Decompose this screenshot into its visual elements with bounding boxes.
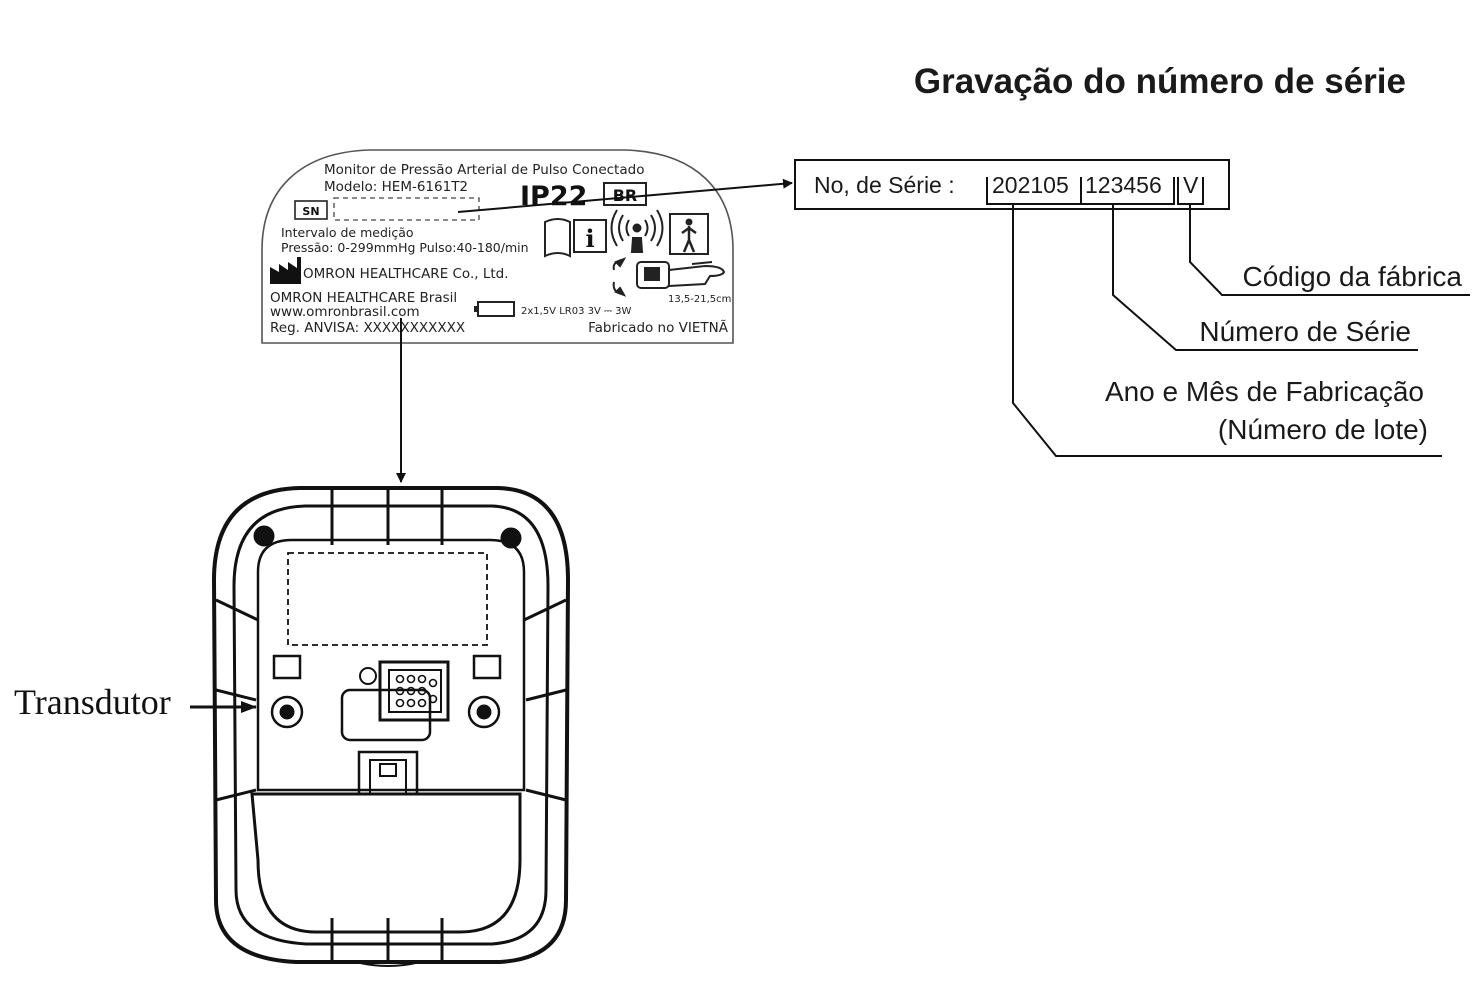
body-type-bf-icon [669,213,709,255]
device-back-view [211,486,571,967]
plate-range-values: Pressão: 0-299mmHg Pulso:40-180/min [281,240,529,255]
serial-factory-part: V [1183,172,1199,198]
serial-prefix: No, de Série : [814,172,955,198]
serial-pointer-arrow [457,178,793,213]
plate-made-in: Fabricado no VIETNÃ [588,319,729,336]
svg-text:i: i [585,224,594,253]
serial-leader [1112,204,1418,351]
plate-product-name: Monitor de Pressão Arterial de Pulso Con… [324,162,644,178]
date-leader [1012,204,1442,457]
factory-icon [270,257,301,284]
page-title: Gravação do número de série [914,62,1406,101]
serial-number-part: 123456 [1085,172,1162,198]
callout-serial-number: Número de Série [1199,316,1411,347]
plate-manufacturer: OMRON HEALTHCARE Co., Ltd. [303,266,509,282]
label-plate: Monitor de Pressão Arterial de Pulso Con… [261,149,734,344]
wrist-cuff-icon [612,257,726,297]
callout-lot-number: (Número de lote) [1218,414,1428,445]
callout-factory-code: Código da fábrica [1243,261,1463,292]
plate-sn-tag: SN [302,205,319,218]
wireless-icon [610,209,664,253]
country-box [603,182,647,206]
plate-battery: 2x1,5V LR03 3V ⎓ 3W [521,306,632,317]
transducer-label: Transdutor [14,682,171,722]
plate-model: Modelo: HEM-6161T2 [324,179,468,195]
info-icon: i [573,219,607,253]
sn-tag-box [294,200,328,220]
plate-registration: Reg. ANVISA: XXXXXXXXXXX [270,320,465,336]
plate-country: BR [613,186,638,205]
date-bracket [986,177,1082,205]
plate-distributor: OMRON HEALTHCARE Brasil [270,290,457,306]
manual-icon [544,218,571,258]
plate-ip-rating: IP22 [520,181,587,212]
serial-date-part: 202105 [992,172,1069,198]
plate-wrist-size: 13,5-21,5cm [668,294,731,305]
serial-field-box [333,197,480,221]
battery-icon [474,301,515,317]
factory-leader [1189,204,1470,296]
serial-number-box: No, de Série : 202105 123456 V [794,159,1230,210]
callout-year-month: Ano e Mês de Fabricação [1105,376,1424,407]
plate-website: www.omronbrasil.com [270,304,420,320]
plate-range-title: Intervalo de medição [281,225,414,240]
